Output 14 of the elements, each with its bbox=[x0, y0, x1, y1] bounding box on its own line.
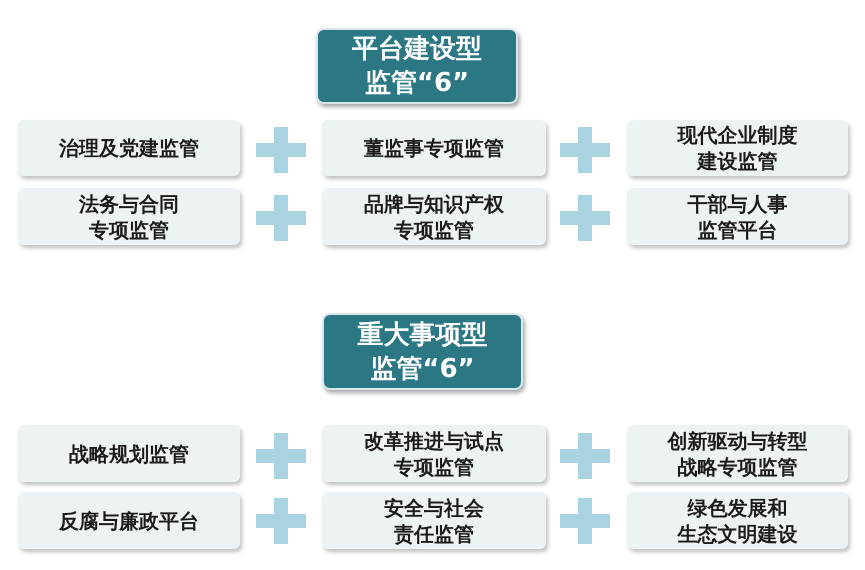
item-box: 绿色发展和生态文明建设 bbox=[627, 492, 848, 549]
heading-box: 重大事项型监管“6” bbox=[322, 313, 523, 390]
item-box: 战略规划监管 bbox=[18, 425, 240, 482]
item-box: 董监事专项监管 bbox=[322, 120, 546, 176]
item-box: 法务与合同专项监管 bbox=[18, 188, 240, 245]
item-box: 品牌与知识产权专项监管 bbox=[322, 188, 546, 245]
item-box: 现代企业制度建设监管 bbox=[627, 120, 848, 176]
heading-box: 平台建设型监管“6” bbox=[316, 28, 518, 104]
item-box: 创新驱动与转型战略专项监管 bbox=[627, 425, 848, 482]
item-box: 干部与人事监管平台 bbox=[627, 188, 848, 245]
item-box: 治理及党建监管 bbox=[18, 120, 240, 176]
item-box: 改革推进与试点专项监管 bbox=[322, 425, 546, 482]
item-box: 安全与社会责任监管 bbox=[322, 492, 546, 549]
item-box: 反腐与廉政平台 bbox=[18, 492, 240, 549]
